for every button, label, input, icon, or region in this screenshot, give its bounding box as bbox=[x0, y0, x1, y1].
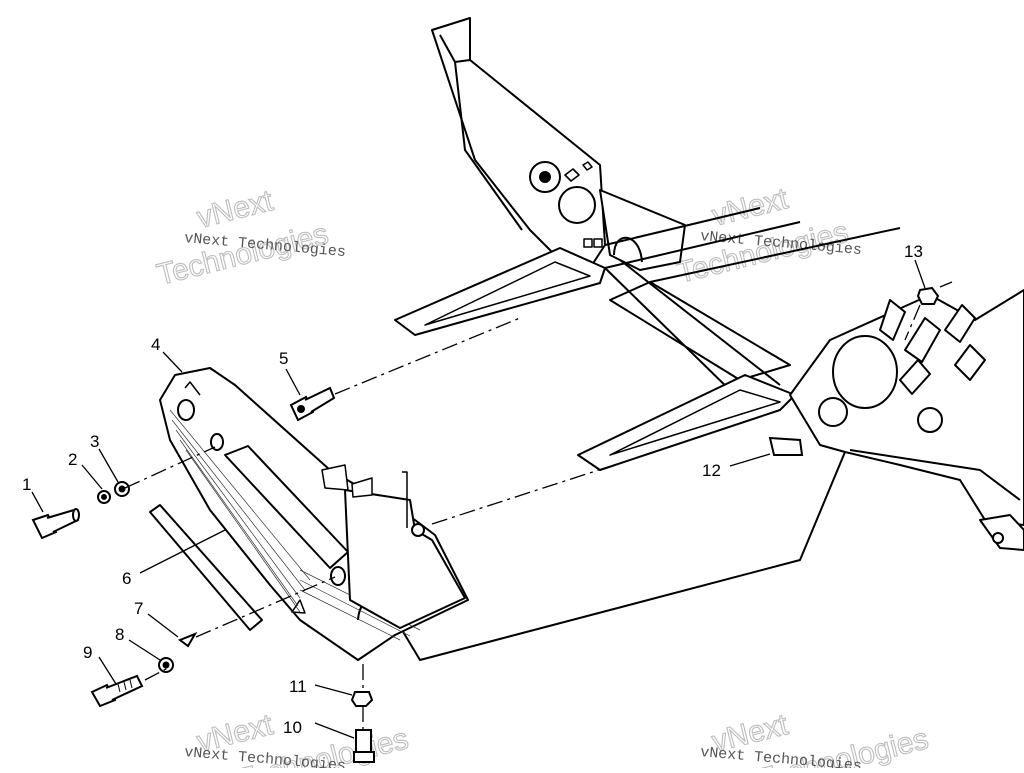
callout-9: 9 bbox=[83, 643, 92, 662]
callout-7: 7 bbox=[134, 599, 143, 618]
watermark-top-right: vNext Technologies vNext Technologies bbox=[673, 182, 862, 291]
callout-3: 3 bbox=[90, 432, 99, 451]
nut-icon bbox=[350, 691, 374, 707]
callout-labels: 1 2 3 4 5 6 7 8 9 10 11 12 13 bbox=[22, 242, 923, 737]
splash-guard-part bbox=[149, 367, 469, 661]
top-nut-icon bbox=[916, 286, 940, 305]
callout-11: 11 bbox=[289, 677, 307, 696]
callout-13: 13 bbox=[904, 242, 923, 261]
hardware bbox=[31, 286, 940, 763]
cone-insert-icon bbox=[177, 631, 198, 648]
callout-5: 5 bbox=[279, 349, 288, 368]
watermark-top-left: vNext Technologies vNext Technologies bbox=[153, 184, 346, 293]
long-bolt-icon bbox=[90, 674, 144, 708]
bottom-bolt-icon bbox=[353, 729, 375, 763]
clip-bracket-icon bbox=[768, 436, 804, 456]
watermark-bottom-right: vNext Technologies vNext Technologies bbox=[700, 708, 933, 773]
callout-10: 10 bbox=[283, 718, 302, 737]
svg-text:vNext: vNext bbox=[709, 182, 792, 233]
callout-12: 12 bbox=[702, 461, 721, 480]
assembly-centerlines bbox=[124, 281, 953, 730]
callout-8: 8 bbox=[115, 625, 124, 644]
callout-2: 2 bbox=[68, 450, 77, 469]
svg-text:vNext: vNext bbox=[194, 184, 277, 235]
callout-leaders bbox=[31, 259, 926, 739]
bolt-icon bbox=[31, 508, 80, 540]
callout-1: 1 bbox=[22, 475, 31, 494]
callout-4: 4 bbox=[151, 335, 160, 354]
chassis-frame bbox=[359, 17, 1024, 661]
callout-6: 6 bbox=[122, 569, 131, 588]
shoulder-bolt-icon bbox=[289, 386, 336, 422]
